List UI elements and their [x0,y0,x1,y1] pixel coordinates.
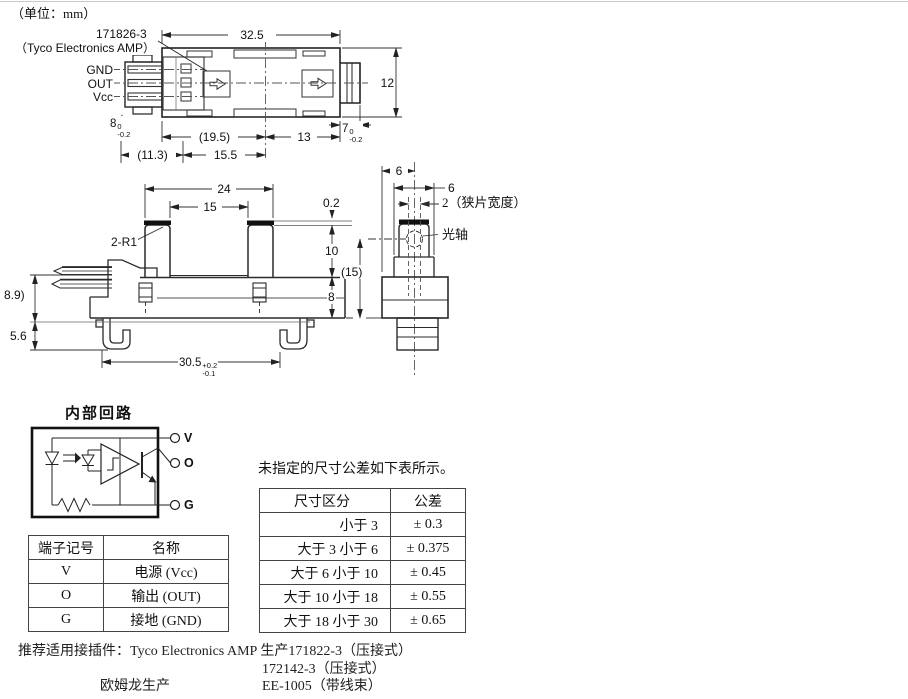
terminal-circles [169,432,181,511]
light-emission-arrows [63,452,81,464]
page-top-divider [0,1,908,2]
side-view-drawing [357,162,449,378]
slot-width-label: 2（狭片宽度） [441,195,528,210]
dim-base-width: 30.5+0.2-0.1 [178,355,219,378]
terminal-label-g: G [183,498,195,512]
connector-maker: （Tyco Electronics AMP） [14,41,157,55]
recommended-connector-line1: 推荐适用接插件：Tyco Electronics AMP 生产171822-3（… [18,644,412,659]
pin-label-out: OUT [80,76,114,91]
dim-body-height: 8 [327,290,336,304]
terminal-label-v: V [183,431,194,445]
dim-right-length: 13 [291,130,317,144]
terminal-header-symbol: 端子记号 [28,535,104,560]
internal-circuit-diagram [30,426,181,519]
pin-label-vcc: Vcc [80,90,114,104]
table-row: O 输出 (OUT) [28,583,229,608]
dim-inner-length: (19.5) [191,130,238,144]
transistor-symbol [141,447,171,505]
front-view-drawing [30,184,353,368]
dim-pin-height: 8.9) [3,288,26,302]
table-row: 大于 6 小于 10 ± 0.45 [259,560,466,585]
table-row: V 电源 (Vcc) [28,559,229,584]
tolerance-table: 尺寸区分 公差 小于 3 ± 0.3 大于 3 小于 6 ± 0.375 大于 … [259,488,466,633]
terminal-table-header: 端子记号 名称 [28,535,229,560]
led-symbol [44,438,60,505]
corner-radius-label: 2-R1 [110,235,139,249]
connector-part-number: 171826-3 [95,27,148,41]
tolerance-table-header: 尺寸区分 公差 [259,488,466,513]
dim-tower-width: 6 [447,181,456,195]
recommended-connector-part: EE-1005（带线束） [262,679,382,694]
table-row: 大于 18 小于 30 ± 0.65 [259,608,466,633]
table-row: G 接地 (GND) [28,607,229,632]
amplifier-symbol [100,443,141,485]
circuit-title: 内部回路 [64,402,135,423]
unit-label: （单位：mm） [10,3,98,22]
terminal-label-o: O [183,456,195,470]
terminal-header-name: 名称 [103,535,229,560]
tolerance-header-value: 公差 [390,488,466,513]
dim-post-height: 10 [324,244,340,258]
recommended-connector-maker: 欧姆龙生产 [100,679,170,694]
table-row: 小于 3 ± 0.3 [259,512,466,537]
terminal-table: 端子记号 名称 V 电源 (Vcc) O 输出 (OUT) G 接地 (GND) [28,535,229,632]
pin-label-gnd: GND [80,63,114,77]
dim-height-ref: (15) [340,265,364,279]
table-row: 大于 3 小于 6 ± 0.375 [259,536,466,561]
dim-hook-depth: 5.6 [9,329,28,343]
photodiode-symbol [81,449,101,472]
tolerance-note: 未指定的尺寸公差如下表所示。 [258,462,454,477]
tolerance-header-range: 尺寸区分 [259,488,391,513]
optical-axis-label: 光轴 [441,227,470,242]
dim-post-span: 24 [212,182,236,196]
optical-axis-mark [406,230,423,248]
dim-connector-length: (11.3) [129,148,176,162]
resistor-symbol [57,497,91,513]
recommended-connector-line2: 172142-3（压接式） [262,662,386,677]
dim-left-length: 15.5 [206,148,245,162]
dim-total-length: 32.5 [228,28,276,42]
dim-cap-height: 0.2 [322,196,341,210]
dim-height: 12 [376,76,395,90]
dim-slot-span: 15 [198,200,222,214]
table-row: 大于 10 小于 18 ± 0.55 [259,584,466,609]
optical-element-boxes [202,69,334,98]
dim-half-width: 6 [390,164,408,178]
